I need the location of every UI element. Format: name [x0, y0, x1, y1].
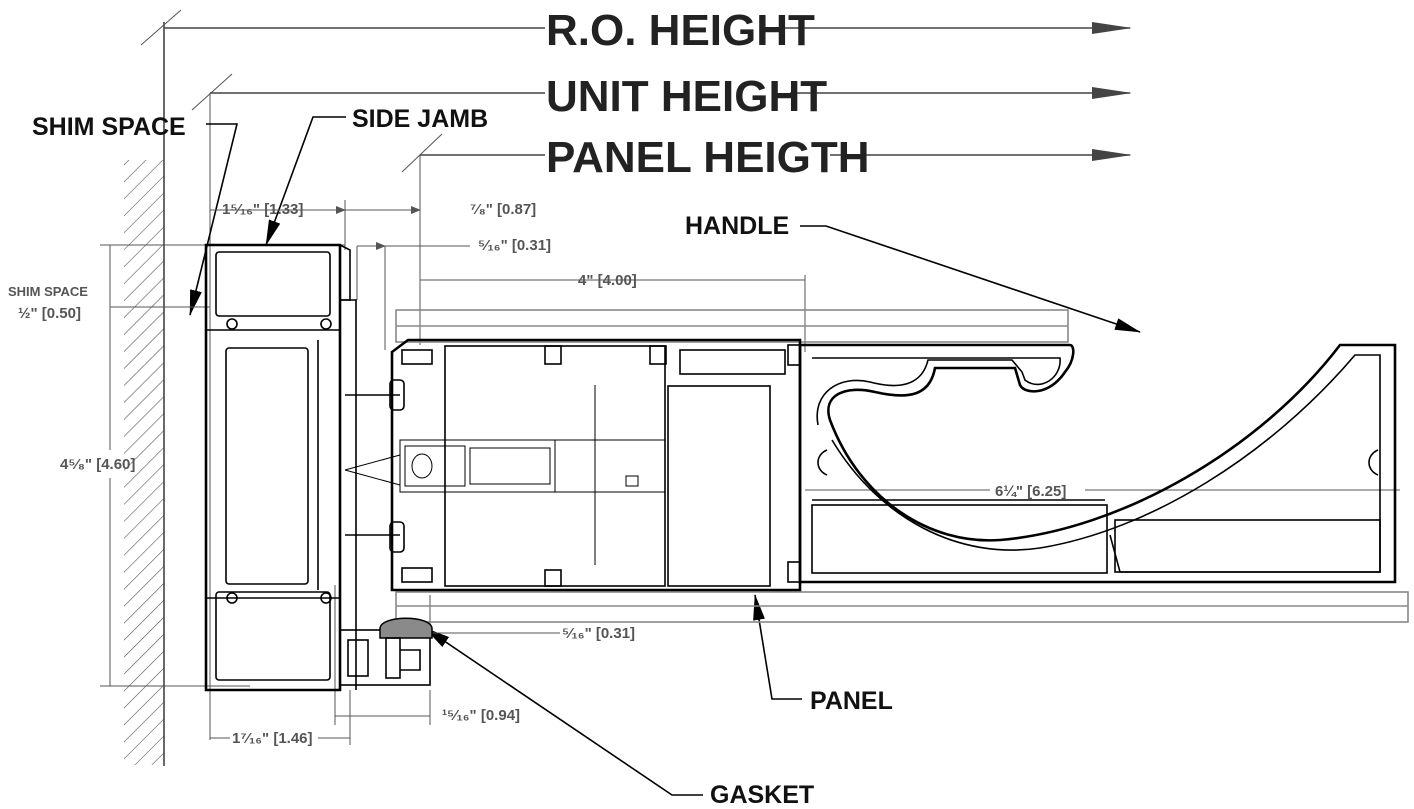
dim-4: 4" [4.00] — [578, 272, 637, 289]
dim-shim-half: ½" [0.50] — [18, 305, 81, 322]
dim-15-16: ¹⁵⁄₁₆" [0.94] — [442, 707, 520, 724]
panel-frame-profile — [345, 338, 802, 592]
height-lines — [140, 9, 1132, 740]
shim-space-label: SHIM SPACE — [32, 113, 186, 141]
dim-7-8: ⁷⁄₈" [0.87] — [470, 201, 536, 218]
side-jamb-profile — [204, 243, 431, 692]
dim-1-7-16: 1⁷⁄₁₆" [1.46] — [232, 730, 313, 747]
handle-label: HANDLE — [685, 212, 789, 240]
dim-5-16-top: ⁵⁄₁₆" [0.31] — [478, 237, 551, 254]
gasket-label: GASKET — [710, 781, 814, 809]
dimension-lines — [100, 200, 1400, 745]
panel-heigth-label: PANEL HEIGTH — [546, 133, 870, 182]
wall — [124, 22, 165, 766]
lock-hardware — [344, 439, 666, 493]
panel-label: PANEL — [810, 687, 893, 715]
dim-6-1-4: 6¼" [6.25] — [995, 483, 1066, 500]
dim-5-16-bottom: ⁵⁄₁₆" [0.31] — [562, 625, 635, 642]
unit-height-label: UNIT HEIGHT — [546, 72, 827, 121]
dim-4-5-8: 4⁵⁄₈" [4.60] — [60, 456, 135, 473]
shim-space-small-label: SHIM SPACE — [8, 284, 88, 299]
ro-height-label: R.O. HEIGHT — [546, 6, 815, 55]
side-jamb-label: SIDE JAMB — [352, 105, 488, 133]
gasket — [379, 617, 433, 679]
panel-rails — [395, 309, 1409, 623]
dim-1-5-16: 1⁵⁄₁₆" [1.33] — [222, 201, 303, 218]
handle-profile — [787, 343, 1397, 584]
